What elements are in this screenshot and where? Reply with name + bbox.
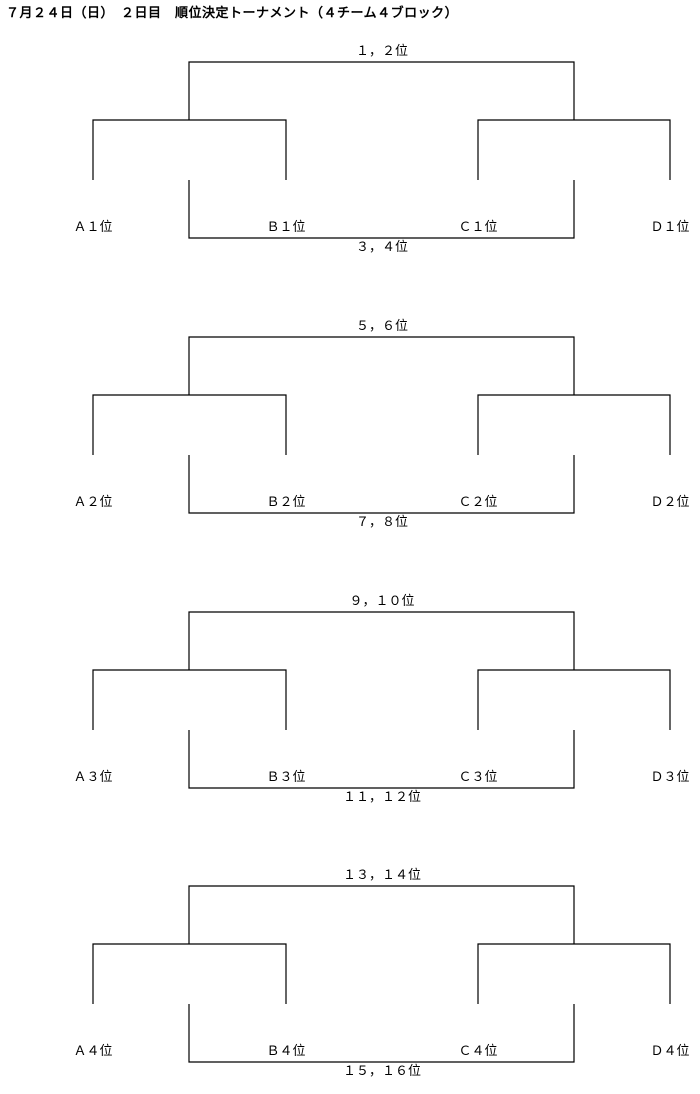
winners-final-label: ５，６位: [355, 319, 408, 334]
team-d: Ｄ３位: [650, 770, 690, 785]
team-a: Ａ４位: [73, 1044, 113, 1059]
bracket-lines: [92, 611, 671, 789]
winners-final-line: [188, 336, 575, 395]
first-round-left-line: [92, 119, 287, 180]
team-a: Ａ１位: [73, 220, 113, 235]
first-round-left-line: [92, 394, 287, 455]
bracket-lines: [92, 336, 671, 514]
losers-final-label: １１，１２位: [342, 790, 421, 805]
bracket-block-3: ９，１０位 Ａ３位 Ｂ３位 Ｃ３位 Ｄ３位 １１，１２位: [0, 590, 700, 820]
team-a: Ａ３位: [73, 770, 113, 785]
first-round-left-line: [92, 669, 287, 730]
losers-final-label: ７，８位: [355, 515, 408, 530]
losers-final-line: [188, 455, 575, 514]
team-d: Ｄ４位: [650, 1044, 690, 1059]
first-round-right-line: [477, 119, 671, 180]
team-b: Ｂ４位: [266, 1044, 306, 1059]
losers-final-label: １５，１６位: [342, 1064, 421, 1079]
first-round-right-line: [477, 943, 671, 1004]
team-c: Ｃ３位: [458, 770, 498, 785]
losers-final-line: [188, 1004, 575, 1063]
winners-final-label: １，２位: [355, 44, 408, 59]
first-round-left-line: [92, 943, 287, 1004]
page-title: ７月２４日（日） ２日目 順位決定トーナメント（４チーム４ブロック）: [6, 6, 459, 21]
bracket-block-4: １３，１４位 Ａ４位 Ｂ４位 Ｃ４位 Ｄ４位 １５，１６位: [0, 864, 700, 1094]
winners-final-label: ９，１０位: [349, 594, 415, 609]
bracket-lines: [92, 61, 671, 239]
losers-final-line: [188, 730, 575, 789]
bracket-lines: [92, 885, 671, 1063]
team-c: Ｃ４位: [458, 1044, 498, 1059]
losers-final-label: ３，４位: [355, 240, 408, 255]
team-a: Ａ２位: [73, 495, 113, 510]
first-round-right-line: [477, 394, 671, 455]
team-b: Ｂ１位: [266, 220, 306, 235]
winners-final-line: [188, 611, 575, 670]
team-c: Ｃ２位: [458, 495, 498, 510]
team-b: Ｂ２位: [266, 495, 306, 510]
first-round-right-line: [477, 669, 671, 730]
team-d: Ｄ２位: [650, 495, 690, 510]
winners-final-line: [188, 885, 575, 944]
winners-final-line: [188, 61, 575, 120]
team-d: Ｄ１位: [650, 220, 690, 235]
bracket-block-2: ５，６位 Ａ２位 Ｂ２位 Ｃ２位 Ｄ２位 ７，８位: [0, 315, 700, 545]
winners-final-label: １３，１４位: [342, 868, 421, 883]
bracket-block-1: １，２位 Ａ１位 Ｂ１位 Ｃ１位 Ｄ１位 ３，４位: [0, 40, 700, 270]
losers-final-line: [188, 180, 575, 239]
team-b: Ｂ３位: [266, 770, 306, 785]
team-c: Ｃ１位: [458, 220, 498, 235]
